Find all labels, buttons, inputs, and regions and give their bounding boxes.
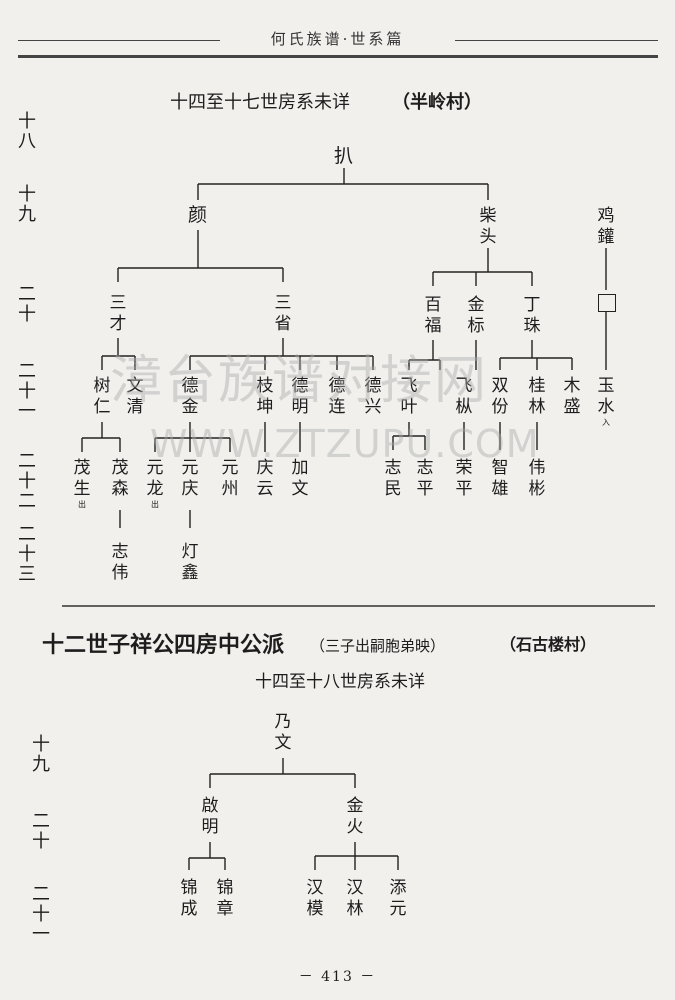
person-jiawen: 加文 — [291, 458, 309, 499]
section1-title: 十四至十七世房系未详 — [170, 92, 350, 113]
person-sansheng: 三省 — [274, 293, 292, 334]
person-shuangfen: 双份 — [491, 376, 509, 417]
person-yuanlong: 元龙 出 — [145, 458, 165, 509]
person-jincheng: 锦成 — [180, 878, 198, 919]
person-delian: 德连 — [328, 376, 346, 417]
unknown-name-box — [598, 294, 616, 312]
person-zhixiong: 智雄 — [491, 458, 509, 499]
person-feifeng: 飞枞 — [455, 376, 473, 417]
person-qingyun: 庆云 — [256, 458, 274, 499]
gen-label-22: 二十二 — [18, 451, 36, 512]
section2-village: （石古楼村） — [500, 635, 597, 654]
section1-village: （半岭村） — [392, 92, 482, 113]
person-yuanlong-name: 元龙 — [146, 458, 164, 499]
section2-title: 十二世子祥公四房中公派 — [42, 632, 285, 658]
person-yushui-name: 玉水 — [597, 376, 615, 417]
person-feiye: 飞叶 — [400, 376, 418, 417]
section2-gen-label-21: 二十一 — [32, 884, 50, 945]
person-shuren: 树仁 — [93, 376, 111, 417]
person-jiyao: 鸡鑵 — [597, 206, 615, 247]
person-maosheng-name: 茂生 — [73, 458, 91, 499]
gen-label-21: 二十一 — [18, 361, 36, 422]
person-maosheng-note: 出 — [78, 500, 86, 509]
person-yan: 颜 — [188, 204, 208, 226]
person-dejin: 德金 — [181, 376, 199, 417]
person-yuanlong-note: 出 — [151, 500, 159, 509]
section2-gen-label-19: 十九 — [32, 734, 50, 775]
person-zhikun: 枝坤 — [256, 376, 274, 417]
person-deming: 德明 — [291, 376, 309, 417]
person-qiming: 啟明 — [201, 796, 219, 837]
person-jinzhang: 锦章 — [216, 878, 234, 919]
person-yuanqing: 元庆 — [181, 458, 199, 499]
person-sancai: 三才 — [109, 293, 127, 334]
person-zhiwei: 志伟 — [111, 542, 129, 583]
person-jinbiao: 金标 — [467, 295, 485, 336]
section2-subtitle: 十四至十八世房系未详 — [255, 672, 425, 692]
person-weibin: 伟彬 — [528, 458, 546, 499]
page-number: － 413 － — [298, 969, 377, 985]
person-dingzhu: 丁珠 — [523, 295, 541, 336]
person-naiwen: 乃文 — [274, 712, 292, 753]
header-rule-bottom — [18, 55, 658, 58]
gen-label-20: 二十 — [18, 284, 36, 325]
person-chaitou: 柴头 — [479, 206, 497, 247]
gen-label-23: 二十三 — [18, 524, 36, 585]
person-wenqing: 文清 — [126, 376, 144, 417]
person-hanmo: 汉模 — [306, 878, 324, 919]
person-hanlin: 汉林 — [346, 878, 364, 919]
gen-label-19: 十九 — [18, 184, 36, 225]
page-header: 何氏族谱·世系篇 — [0, 0, 675, 70]
person-ba: 扒 — [334, 145, 354, 167]
person-zhiping: 志平 — [416, 458, 434, 499]
person-yushui-note: 入 — [602, 418, 610, 427]
person-zhimin: 志民 — [384, 458, 402, 499]
person-guilin: 桂林 — [528, 376, 546, 417]
section2-gen-label-20: 二十 — [32, 811, 50, 852]
person-musheng: 木盛 — [563, 376, 581, 417]
person-tianyuan: 添元 — [389, 878, 407, 919]
person-rongping: 荣平 — [455, 458, 473, 499]
person-maosen: 茂森 — [111, 458, 129, 499]
person-dexing: 德兴 — [364, 376, 382, 417]
person-yushui: 玉水 入 — [596, 376, 616, 427]
gen-label-18: 十八 — [18, 111, 36, 152]
person-maosheng: 茂生 出 — [72, 458, 92, 509]
person-yuanzhou: 元州 — [221, 458, 239, 499]
section2-note: （三子出嗣胞弟映） — [310, 637, 446, 655]
header-title: 何氏族谱·世系篇 — [220, 28, 455, 49]
person-dengxin: 灯鑫 — [181, 542, 199, 583]
person-jinhuo: 金火 — [346, 796, 364, 837]
person-baifu: 百福 — [424, 295, 442, 336]
